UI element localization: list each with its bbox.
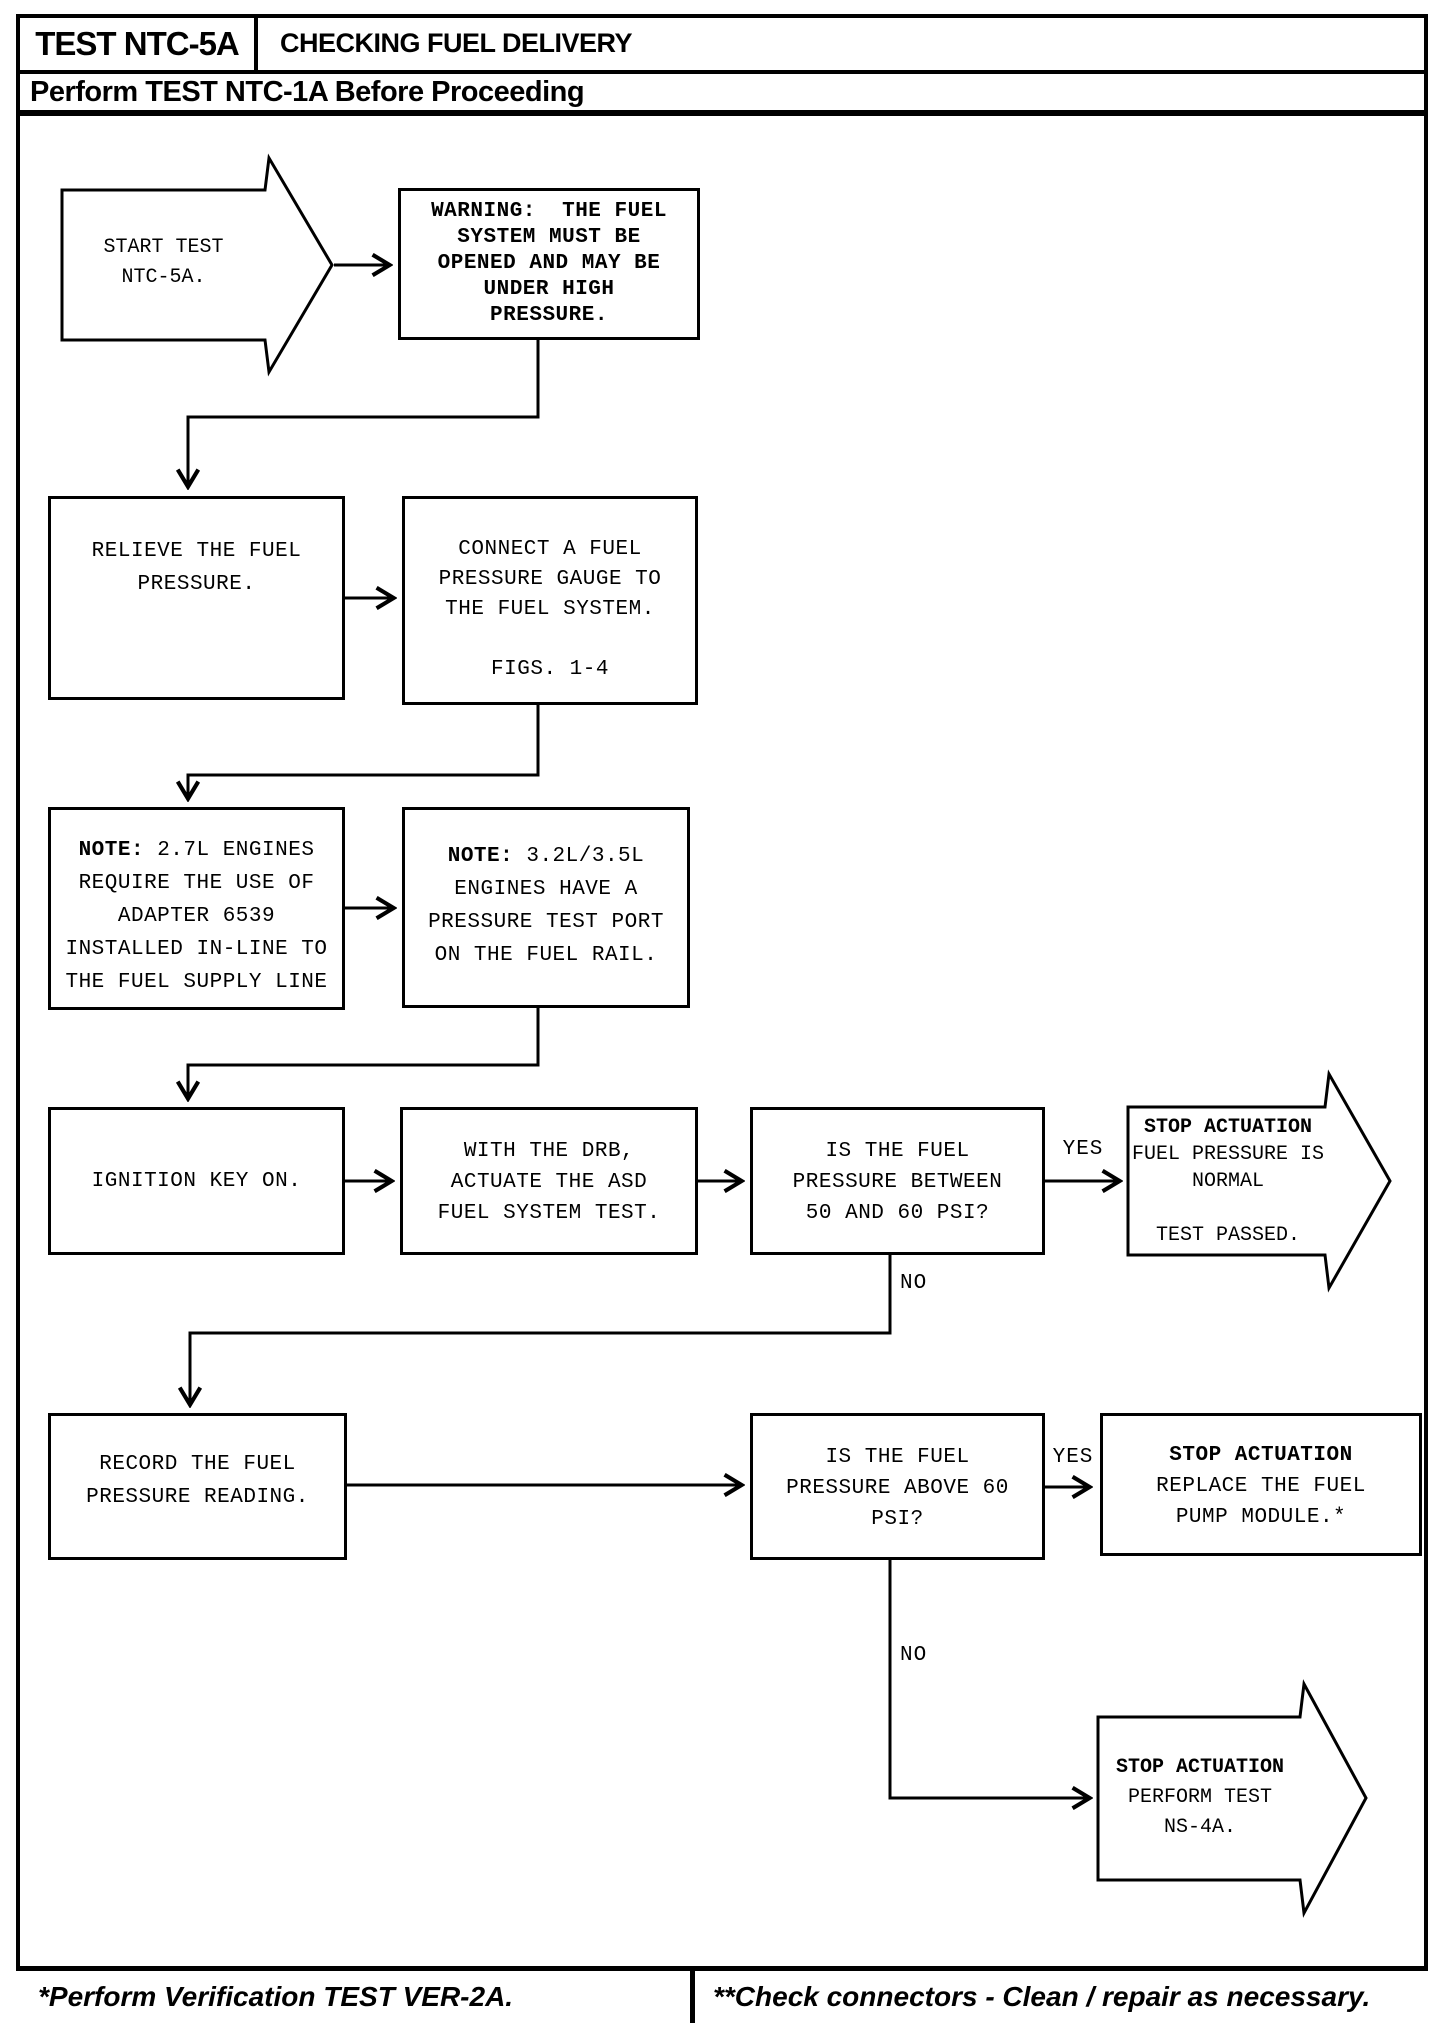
drb-actuate-node: WITH THE DRB, ACTUATE THE ASD FUEL SYSTE…	[400, 1107, 698, 1255]
conn-connect-to-note1	[188, 705, 540, 797]
conn-warning-to-relieve	[188, 340, 540, 485]
ignition-node: IGNITION KEY ON.	[48, 1107, 345, 1255]
footnote-left: *Perform Verification TEST VER-2A.	[16, 1971, 695, 2023]
stop-ns4a-node: STOP ACTUATION PERFORM TEST NS-4A.	[1115, 1756, 1285, 1839]
note-27l-node: NOTE: 2.7L ENGINES REQUIRE THE USE OF AD…	[48, 807, 345, 1010]
connect-gauge-node: CONNECT A FUEL PRESSURE GAUGE TO THE FUE…	[402, 496, 698, 705]
label-no-q1: NO	[900, 1272, 928, 1295]
record-pressure-node: RECORD THE FUEL PRESSURE READING.	[48, 1413, 347, 1560]
stop-passed-banner-shape	[1126, 1069, 1392, 1293]
start-node: START TEST NTC-5A.	[103, 236, 224, 289]
stop-replace-pump-node: STOP ACTUATION REPLACE THE FUEL PUMP MOD…	[1100, 1413, 1422, 1556]
stop-passed-node: STOP ACTUATION FUEL PRESSURE IS NORMAL T…	[1131, 1116, 1325, 1247]
stop-ns4a-banner-shape	[1096, 1679, 1368, 1918]
question-pressure-above-node: IS THE FUEL PRESSURE ABOVE 60 PSI?	[750, 1413, 1045, 1560]
label-yes-q2: YES	[1052, 1446, 1094, 1469]
question-pressure-between-node: IS THE FUEL PRESSURE BETWEEN 50 AND 60 P…	[750, 1107, 1045, 1255]
warning-node: WARNING: THE FUEL SYSTEM MUST BE OPENED …	[398, 188, 700, 340]
conn-note2-to-ignition	[188, 1008, 540, 1097]
page-title: CHECKING FUEL DELIVERY	[280, 27, 633, 58]
footnote-right: **Check connectors - Clean / repair as n…	[713, 1981, 1371, 2012]
test-id: TEST NTC-5A	[35, 25, 239, 62]
conn-q2-no	[888, 1560, 1088, 1798]
note-32l-node: NOTE: 3.2L/3.5L ENGINES HAVE A PRESSURE …	[402, 807, 690, 1008]
footnote-bar: *Perform Verification TEST VER-2A. **Che…	[16, 1966, 1428, 2023]
start-banner-shape	[60, 153, 334, 377]
label-yes-q1: YES	[1062, 1138, 1104, 1161]
relieve-pressure-node: RELIEVE THE FUEL PRESSURE.	[48, 496, 345, 700]
page-subtitle: Perform TEST NTC-1A Before Proceeding	[16, 70, 1428, 116]
label-no-q2: NO	[900, 1644, 928, 1667]
conn-q1-no	[190, 1255, 892, 1403]
